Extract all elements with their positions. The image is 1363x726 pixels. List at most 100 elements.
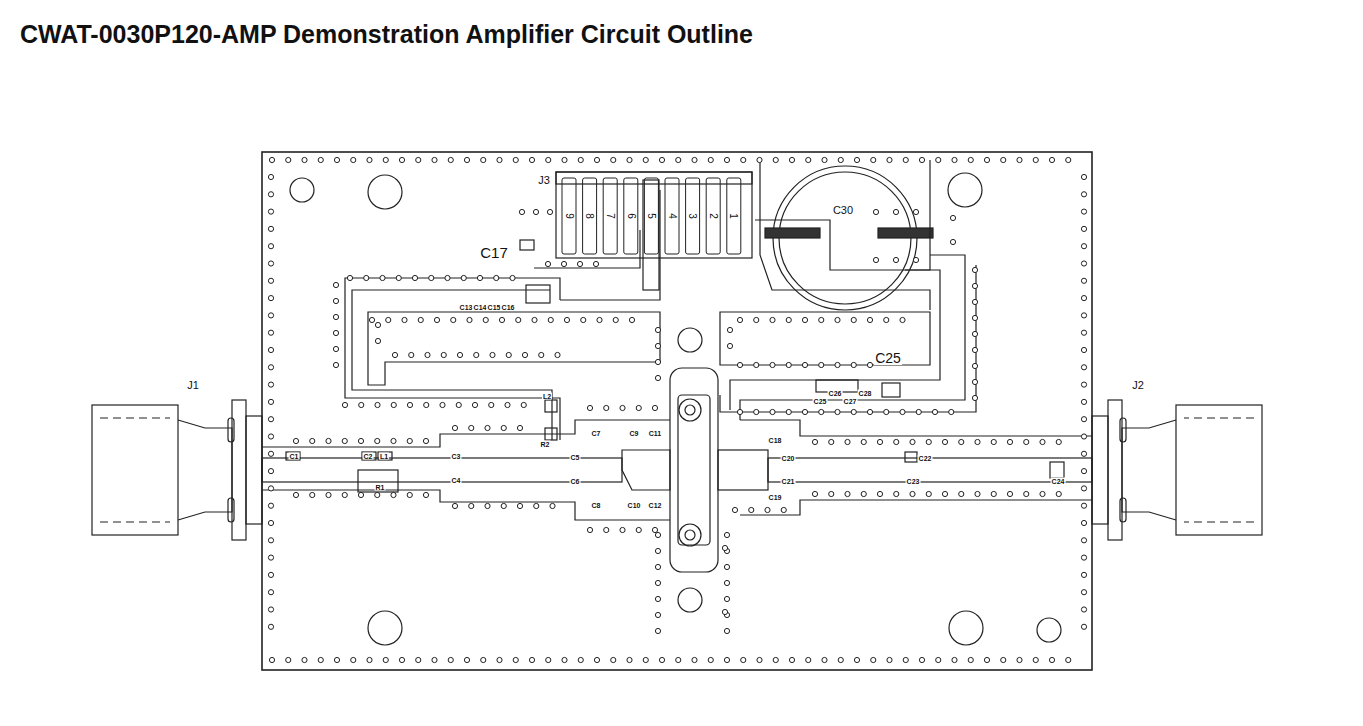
- via: [380, 275, 385, 280]
- via: [950, 215, 955, 220]
- via: [926, 491, 931, 496]
- via: [416, 157, 421, 162]
- via: [268, 434, 273, 439]
- via: [423, 438, 428, 443]
- sma-connector: [1092, 400, 1262, 540]
- via: [545, 261, 550, 266]
- via: [867, 317, 872, 322]
- via: [919, 157, 924, 162]
- via: [399, 157, 404, 162]
- via: [819, 409, 824, 414]
- via: [268, 382, 273, 387]
- via: [416, 657, 421, 662]
- via: [972, 315, 977, 320]
- via: [942, 439, 947, 444]
- via: [268, 226, 273, 231]
- via: [802, 409, 807, 414]
- via: [1081, 503, 1086, 508]
- via: [555, 352, 560, 357]
- via: [407, 492, 412, 497]
- via: [424, 402, 429, 407]
- part-label: C25: [874, 351, 902, 365]
- via: [910, 439, 915, 444]
- via: [604, 405, 609, 410]
- via: [1081, 520, 1086, 525]
- via: [627, 657, 632, 662]
- via: [802, 362, 807, 367]
- via: [268, 192, 273, 197]
- via: [636, 527, 641, 532]
- part-label: C27: [843, 398, 858, 405]
- hole: [948, 173, 982, 207]
- via: [786, 409, 791, 414]
- via: [529, 157, 534, 162]
- via: [884, 317, 889, 322]
- via: [724, 564, 729, 569]
- bulk-capacitor: [755, 160, 933, 310]
- hole: [368, 175, 402, 209]
- via: [268, 296, 273, 301]
- via: [494, 275, 499, 280]
- via: [1040, 439, 1045, 444]
- via: [1081, 382, 1086, 387]
- via: [676, 157, 681, 162]
- via: [838, 157, 843, 162]
- via: [659, 657, 664, 662]
- via: [268, 347, 273, 352]
- via: [490, 352, 495, 357]
- via: [562, 657, 567, 662]
- via: [326, 438, 331, 443]
- via: [497, 657, 502, 662]
- via: [529, 657, 534, 662]
- via: [741, 657, 746, 662]
- via: [481, 157, 486, 162]
- via: [593, 261, 598, 266]
- via: [485, 425, 490, 430]
- via: [367, 157, 372, 162]
- via: [364, 275, 369, 280]
- via: [959, 491, 964, 496]
- part-label: C15: [487, 304, 502, 311]
- via: [581, 317, 586, 322]
- via: [1081, 365, 1086, 370]
- part-label: C17: [479, 245, 509, 260]
- part-label: C18: [768, 437, 783, 444]
- via: [564, 317, 569, 322]
- via: [268, 538, 273, 543]
- hole: [678, 588, 702, 612]
- via: [819, 362, 824, 367]
- via: [765, 507, 770, 512]
- via: [851, 409, 856, 414]
- connector-label: J3: [537, 175, 551, 186]
- via: [611, 157, 616, 162]
- via: [724, 532, 729, 537]
- via: [613, 317, 618, 322]
- via: [972, 395, 977, 400]
- via: [867, 362, 872, 367]
- via: [692, 657, 697, 662]
- pin-number: 3: [687, 212, 697, 220]
- via: [521, 402, 526, 407]
- via: [375, 402, 380, 407]
- via: [1056, 491, 1061, 496]
- via: [268, 244, 273, 249]
- hole: [678, 328, 702, 352]
- via: [727, 343, 732, 348]
- via: [655, 548, 660, 553]
- via: [483, 317, 488, 322]
- via: [547, 209, 552, 214]
- via: [1081, 434, 1086, 439]
- part-label: C11: [648, 430, 662, 437]
- via: [1081, 469, 1086, 474]
- pin-number: 9: [564, 212, 574, 220]
- via: [412, 275, 417, 280]
- via: [268, 486, 273, 491]
- via: [587, 527, 592, 532]
- via: [452, 425, 457, 430]
- via: [286, 657, 291, 662]
- via: [1007, 491, 1012, 496]
- via: [594, 157, 599, 162]
- via: [310, 492, 315, 497]
- via: [903, 157, 908, 162]
- via: [333, 346, 338, 351]
